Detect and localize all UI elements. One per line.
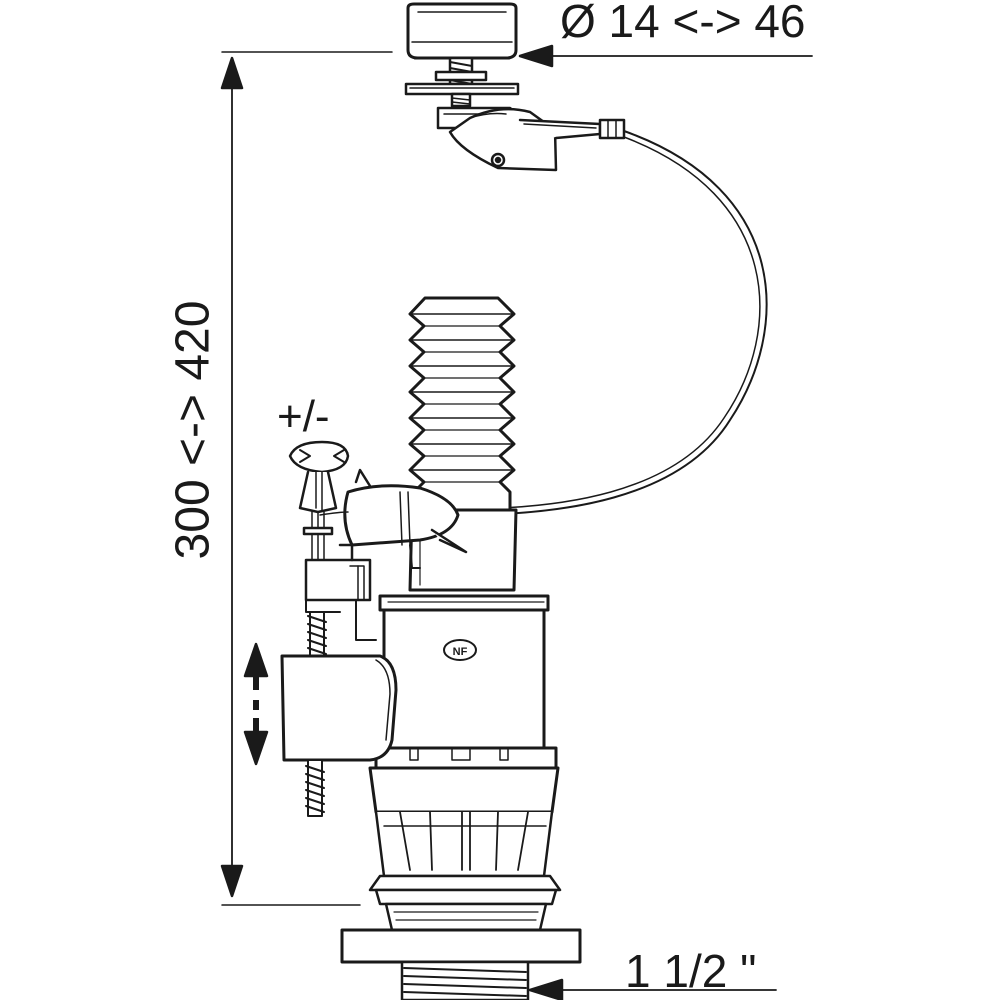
- adjust-label: +/-: [277, 392, 330, 441]
- outlet-dimension: [530, 980, 776, 1000]
- cable-lever-mechanism: [438, 108, 624, 170]
- valve-body: NF: [342, 596, 580, 1000]
- arrow-up-icon: [222, 58, 242, 88]
- adjust-screw-icon: [290, 442, 348, 560]
- diameter-dimension: [520, 46, 812, 66]
- arrow-left-icon: [530, 980, 562, 1000]
- nf-logo: NF: [444, 640, 476, 660]
- push-button: [408, 4, 516, 58]
- svg-text:NF: NF: [453, 646, 468, 658]
- outlet-thread-label: 1 1/2 ": [625, 945, 757, 997]
- height-dimension: [222, 52, 392, 905]
- height-label: 300 <-> 420: [166, 300, 220, 560]
- arrow-down-icon: [222, 866, 242, 896]
- cable-icon: [460, 131, 767, 515]
- button-threaded-rod: [406, 58, 518, 106]
- diameter-label: Ø 14 <-> 46: [560, 0, 806, 47]
- side-linkage: [306, 545, 376, 640]
- float-adjuster: [282, 612, 396, 816]
- dual-flush-cam: [345, 470, 466, 568]
- bellows: [410, 298, 514, 510]
- arrow-left-icon: [520, 46, 552, 66]
- arrow-up-down-icon: [245, 644, 267, 764]
